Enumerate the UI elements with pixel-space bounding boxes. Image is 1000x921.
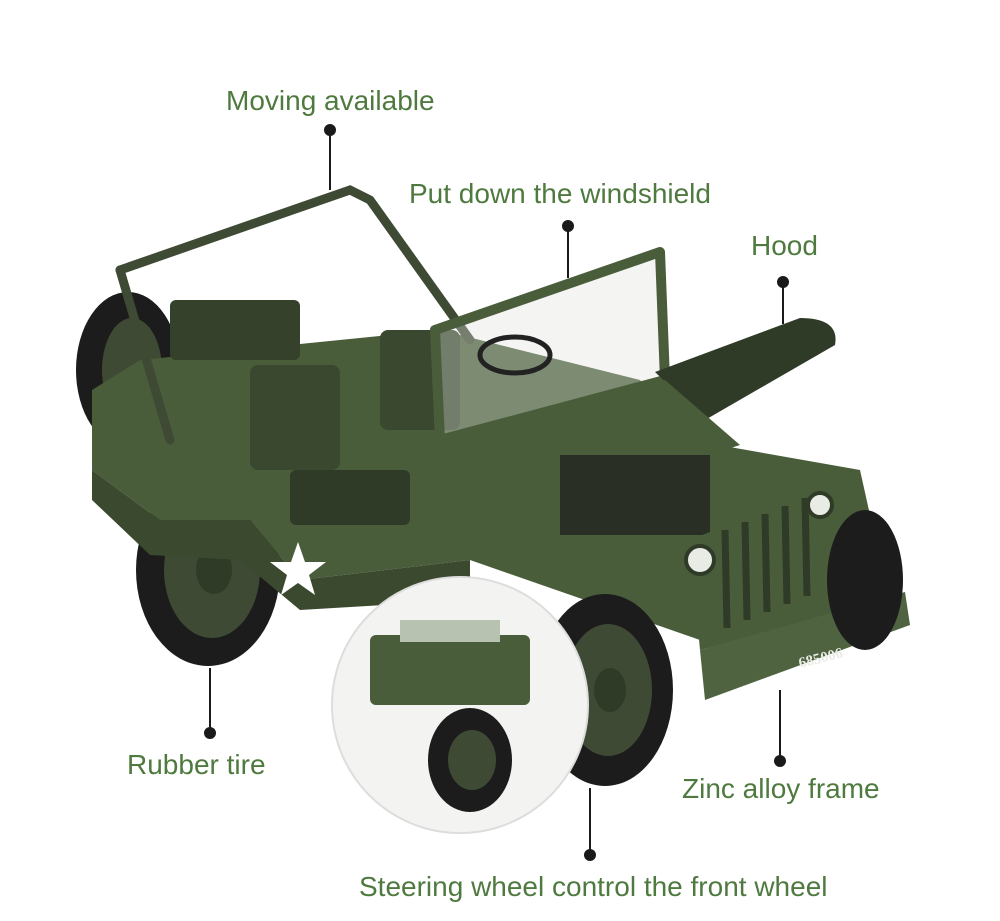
callout-moving-available: Moving available bbox=[226, 85, 435, 116]
hood bbox=[450, 318, 836, 515]
inset-detail bbox=[331, 576, 589, 834]
callout-windshield: Put down the windshield bbox=[409, 178, 711, 209]
callout-steering: Steering wheel control the front wheel bbox=[359, 871, 828, 902]
leader-lines bbox=[204, 124, 789, 861]
callout-hood: Hood bbox=[751, 230, 818, 261]
vehicle-body bbox=[92, 185, 880, 640]
callout-zinc-alloy-frame: Zinc alloy frame bbox=[682, 773, 880, 804]
grille bbox=[560, 455, 850, 650]
callout-rubber-tire: Rubber tire bbox=[127, 749, 266, 780]
